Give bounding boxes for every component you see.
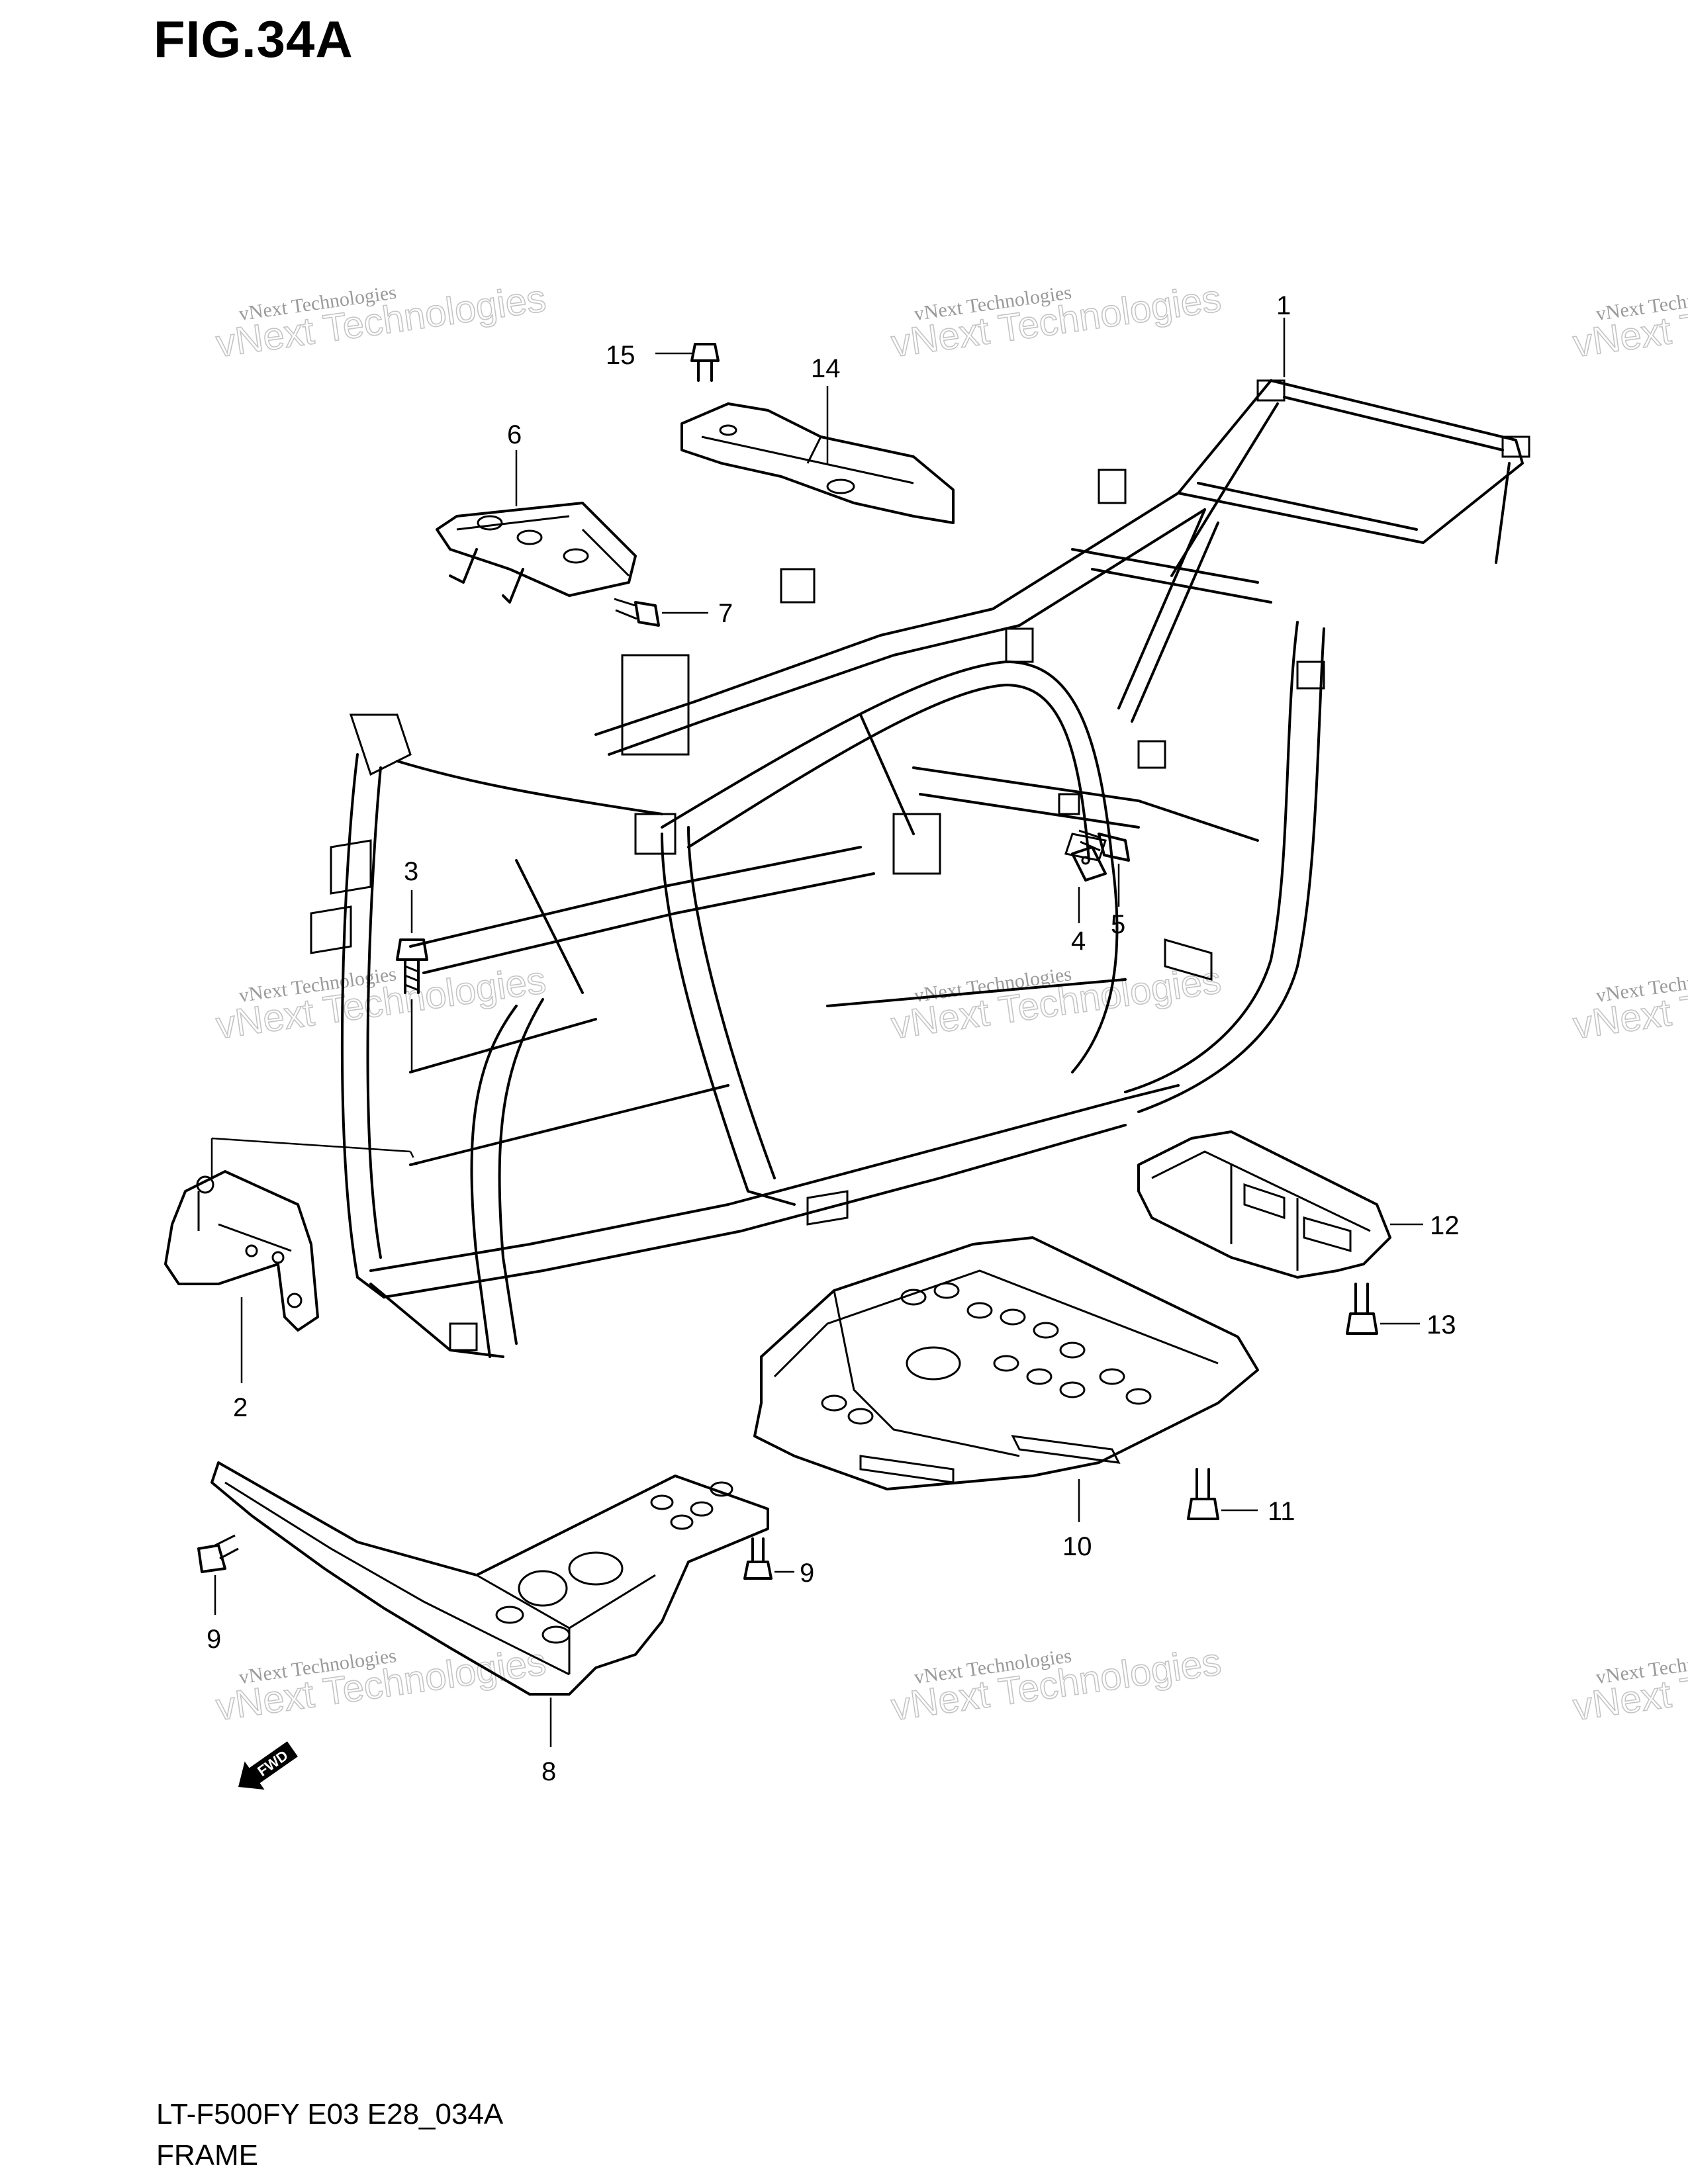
part-skid-plate-front-8 — [211, 1461, 769, 1696]
part-front-bracket — [164, 1170, 319, 1332]
callout-11: 11 — [1268, 1497, 1295, 1526]
callout-13: 13 — [1427, 1310, 1456, 1340]
part-bolt-5 — [1078, 829, 1130, 862]
callout-4: 4 — [1071, 927, 1086, 956]
callout-labels: 1 2 3 4 5 6 7 8 9 9 10 11 12 13 14 15 — [207, 291, 1460, 1786]
part-bracket-plate-6 — [436, 502, 637, 604]
callout-2: 2 — [233, 1393, 248, 1422]
part-bolt-11 — [1187, 1468, 1219, 1520]
callout-7: 7 — [718, 599, 733, 628]
part-skid-plate-main-10 — [753, 1236, 1259, 1490]
forward-arrow: FWD — [238, 1741, 298, 1790]
callout-9-right: 9 — [800, 1559, 814, 1588]
callout-5: 5 — [1111, 910, 1125, 939]
part-bracket-4 — [1071, 846, 1107, 882]
part-bolt-7 — [614, 598, 660, 627]
callout-12: 12 — [1430, 1211, 1460, 1240]
watermark-outline: vNext Technologies — [1571, 1640, 1688, 1729]
part-frame — [310, 379, 1530, 1358]
callout-1: 1 — [1276, 291, 1291, 320]
callout-6: 6 — [507, 420, 522, 449]
leader-lines — [211, 318, 1423, 1747]
part-bolt-15 — [690, 343, 720, 382]
part-skid-plate-rear-12 — [1137, 1130, 1391, 1279]
figure-title: FIG.34A — [154, 10, 353, 68]
callout-14: 14 — [811, 354, 841, 383]
fwd-arrow-icon — [238, 1741, 298, 1790]
part-cover-14 — [680, 402, 955, 524]
model-code: LT-F500FY E03 E28_034A — [156, 2098, 504, 2130]
watermark-outline: vNext Technologies — [1571, 277, 1688, 365]
watermark-outline: vNext Technologies — [1571, 958, 1688, 1047]
callout-10: 10 — [1062, 1532, 1092, 1561]
section-name: FRAME — [156, 2139, 258, 2171]
callout-8: 8 — [541, 1757, 556, 1786]
part-bolt-3 — [396, 938, 428, 994]
callout-3: 3 — [404, 857, 418, 886]
part-bolt-9-right — [743, 1537, 773, 1580]
part-bolt-13 — [1346, 1283, 1378, 1335]
part-bolt-9-left — [197, 1534, 239, 1573]
callout-15: 15 — [606, 341, 635, 370]
callout-9-left: 9 — [207, 1625, 221, 1654]
